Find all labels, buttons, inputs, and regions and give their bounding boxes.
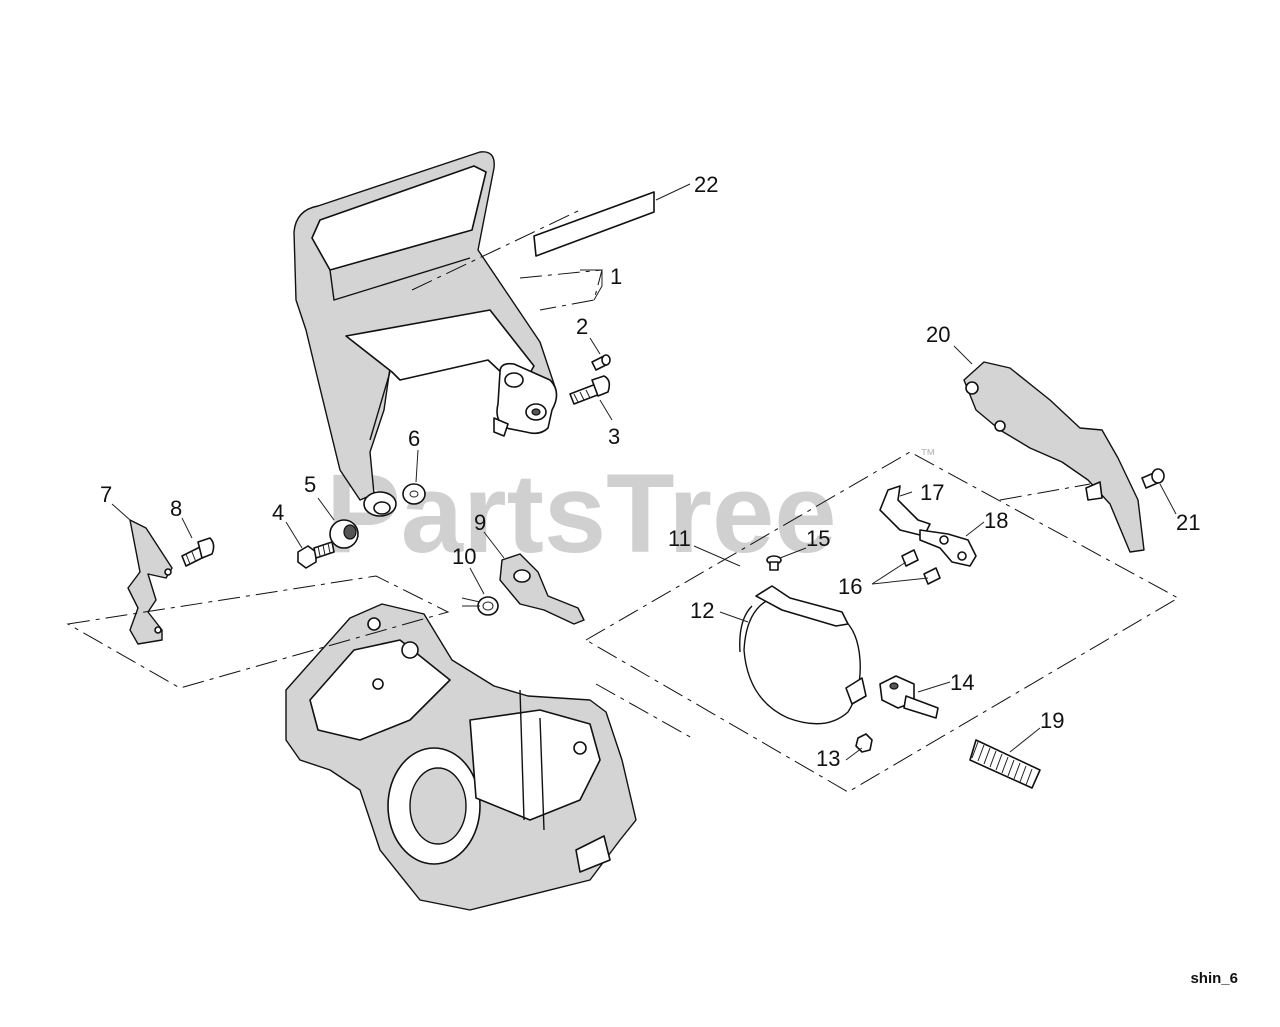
part-handle-mount-boss[interactable] <box>493 362 558 437</box>
callout-12[interactable]: 12 <box>690 598 714 623</box>
part-nut-13[interactable] <box>855 733 873 753</box>
callout-16[interactable]: 16 <box>838 574 862 599</box>
callout-1[interactable]: 1 <box>610 264 622 289</box>
callout-21[interactable]: 21 <box>1176 510 1200 535</box>
part-brake-lever[interactable] <box>963 361 1145 553</box>
part-bushing[interactable] <box>329 519 359 549</box>
assembly-outline-catcher <box>66 575 450 689</box>
part-coil-spring[interactable] <box>969 739 1041 789</box>
part-brake-link[interactable] <box>879 675 939 719</box>
leader-lines <box>111 183 1177 761</box>
callout-15[interactable]: 15 <box>806 526 830 551</box>
callout-9[interactable]: 9 <box>474 510 486 535</box>
callout-10[interactable]: 10 <box>452 544 476 569</box>
part-link-plate[interactable] <box>919 529 977 567</box>
part-screw-15[interactable] <box>766 555 782 571</box>
part-lever-17[interactable] <box>879 485 931 537</box>
callout-8[interactable]: 8 <box>170 496 182 521</box>
part-washer[interactable] <box>402 483 426 505</box>
part-bolt-4[interactable] <box>297 541 335 569</box>
callout-18[interactable]: 18 <box>984 508 1008 533</box>
part-decal-label[interactable] <box>533 191 655 257</box>
part-bolt-21[interactable] <box>1141 468 1165 489</box>
part-brake-plate[interactable] <box>499 553 585 625</box>
part-bolt-8[interactable] <box>181 537 215 567</box>
part-front-hand-guard[interactable] <box>293 151 557 517</box>
part-spring-clip[interactable] <box>461 596 499 616</box>
callout-13[interactable]: 13 <box>816 746 840 771</box>
callout-14[interactable]: 14 <box>950 670 974 695</box>
callout-7[interactable]: 7 <box>100 482 112 507</box>
diagram-code: shin_6 <box>1190 970 1238 987</box>
callout-2[interactable]: 2 <box>576 314 588 339</box>
assembly-guide-1 <box>595 483 1091 739</box>
callout-4[interactable]: 4 <box>272 500 284 525</box>
assembly-outline-brake <box>585 451 1180 793</box>
part-bolt-3[interactable] <box>569 375 611 405</box>
callout-3[interactable]: 3 <box>608 424 620 449</box>
assembly-outline-handle <box>411 209 603 311</box>
callout-19[interactable]: 19 <box>1040 708 1064 733</box>
callout-20[interactable]: 20 <box>926 322 950 347</box>
watermark-text: PartsTree <box>326 451 837 576</box>
callout-17[interactable]: 17 <box>920 480 944 505</box>
callout-5[interactable]: 5 <box>304 472 316 497</box>
part-crankcase <box>285 603 637 911</box>
part-chain-catcher[interactable] <box>127 519 173 645</box>
part-pin[interactable] <box>591 354 611 371</box>
callout-6[interactable]: 6 <box>408 426 420 451</box>
callout-11[interactable]: 11 <box>668 526 691 551</box>
part-brake-band[interactable] <box>739 585 867 725</box>
callout-22[interactable]: 22 <box>694 172 718 197</box>
